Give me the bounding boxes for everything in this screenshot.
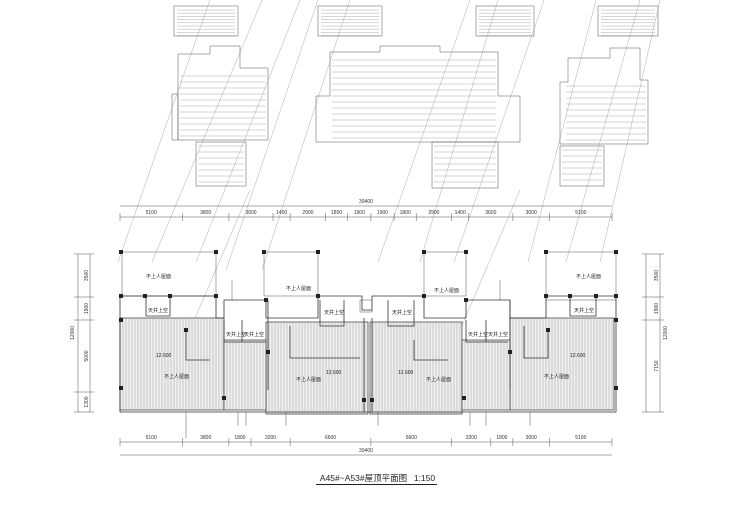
bottom-dimension-chain: 39400 5100 3800 1800 3200 6600 6600 3200 1800 30…	[119, 435, 613, 456]
label-skylight-6: 天井上空	[468, 331, 488, 338]
bottom-dim-8: 3000	[526, 435, 537, 441]
room-labels: 不上人屋面 不上人屋面 不上人屋面 不上人屋面 天井上空 天井上空 天井上空 天…	[146, 273, 601, 383]
label-roof-6: 不上人屋面	[296, 376, 321, 383]
right-dim-1: 1900	[654, 303, 660, 314]
elevation-2: 12.600	[326, 370, 342, 376]
label-skylight-1: 天井上空	[148, 307, 168, 314]
right-dimension-chain: 12000 3500 1900 7150	[642, 253, 669, 413]
top-dim-10: 1400	[455, 210, 466, 216]
right-dim-2: 7150	[654, 360, 660, 371]
label-skylight-5: 天井上空	[392, 309, 412, 316]
top-dim-2: 3600	[245, 210, 256, 216]
label-roof-1: 不上人屋面	[146, 273, 171, 280]
elevation-1: 12.600	[156, 353, 172, 359]
left-dim-3: 1300	[84, 396, 90, 407]
top-total-dimension: 39400	[359, 199, 373, 205]
top-dim-11: 3600	[485, 210, 496, 216]
label-skylight-3: 天井上空	[244, 331, 264, 338]
left-dim-1: 1900	[84, 303, 90, 314]
roof-details-top	[117, 0, 661, 331]
top-dim-5: 1800	[331, 210, 342, 216]
left-dim-2: 5000	[84, 350, 90, 361]
bottom-dim-4: 6600	[325, 435, 336, 441]
label-skylight-2: 天井上空	[226, 331, 246, 338]
bottom-dim-9: 5100	[575, 435, 586, 441]
bottom-dim-1: 3800	[200, 435, 211, 441]
top-dim-8: 1800	[400, 210, 411, 216]
bottom-dim-7: 1800	[496, 435, 507, 441]
drawing-caption: A45#~A53#屋顶平面图 1:150	[0, 472, 753, 485]
elevation-4: 12.600	[570, 353, 586, 359]
bottom-dim-2: 1800	[234, 435, 245, 441]
bottom-total-dimension: 39400	[359, 448, 373, 454]
bottom-dim-0: 5100	[146, 435, 157, 441]
drawing-scale: 1:150	[413, 473, 436, 483]
top-dimension-chain: 39400 5100 3800 3600 1400 2900 1800 1900 1900 18…	[119, 199, 613, 221]
right-total-dimension: 12000	[663, 326, 669, 340]
label-roof-4: 不上人屋面	[576, 273, 601, 280]
building-plan	[119, 250, 618, 438]
top-dim-6: 1900	[354, 210, 365, 216]
elevation-3: 12.600	[398, 370, 414, 376]
drawing-title: A45#~A53#屋顶平面图	[317, 473, 410, 485]
top-dim-3: 1400	[276, 210, 287, 216]
top-dim-13: 5100	[575, 210, 586, 216]
top-dim-9: 2900	[428, 210, 439, 216]
top-dim-1: 3800	[200, 210, 211, 216]
top-dim-12: 3000	[526, 210, 537, 216]
bottom-dim-6: 3200	[466, 435, 477, 441]
left-total-dimension: 12000	[70, 326, 76, 340]
right-dim-0: 3500	[654, 270, 660, 281]
label-roof-2: 不上人屋面	[286, 285, 311, 292]
label-roof-8: 不上人屋面	[544, 373, 569, 380]
bottom-dim-5: 6600	[406, 435, 417, 441]
label-skylight-7: 天井上空	[488, 331, 508, 338]
left-dimension-chain: 12000 3500 1900 5000 1300	[70, 253, 94, 413]
left-dim-0: 3500	[84, 270, 90, 281]
bottom-dim-3: 3200	[265, 435, 276, 441]
label-roof-7: 不上人屋面	[426, 376, 451, 383]
top-dim-0: 5100	[146, 210, 157, 216]
label-skylight-4: 天井上空	[324, 309, 344, 316]
label-roof-5: 不上人屋面	[164, 373, 189, 380]
top-dim-7: 1900	[377, 210, 388, 216]
label-roof-3: 不上人屋面	[434, 287, 459, 294]
top-dim-4: 2900	[302, 210, 313, 216]
label-skylight-8: 天井上空	[574, 307, 594, 314]
